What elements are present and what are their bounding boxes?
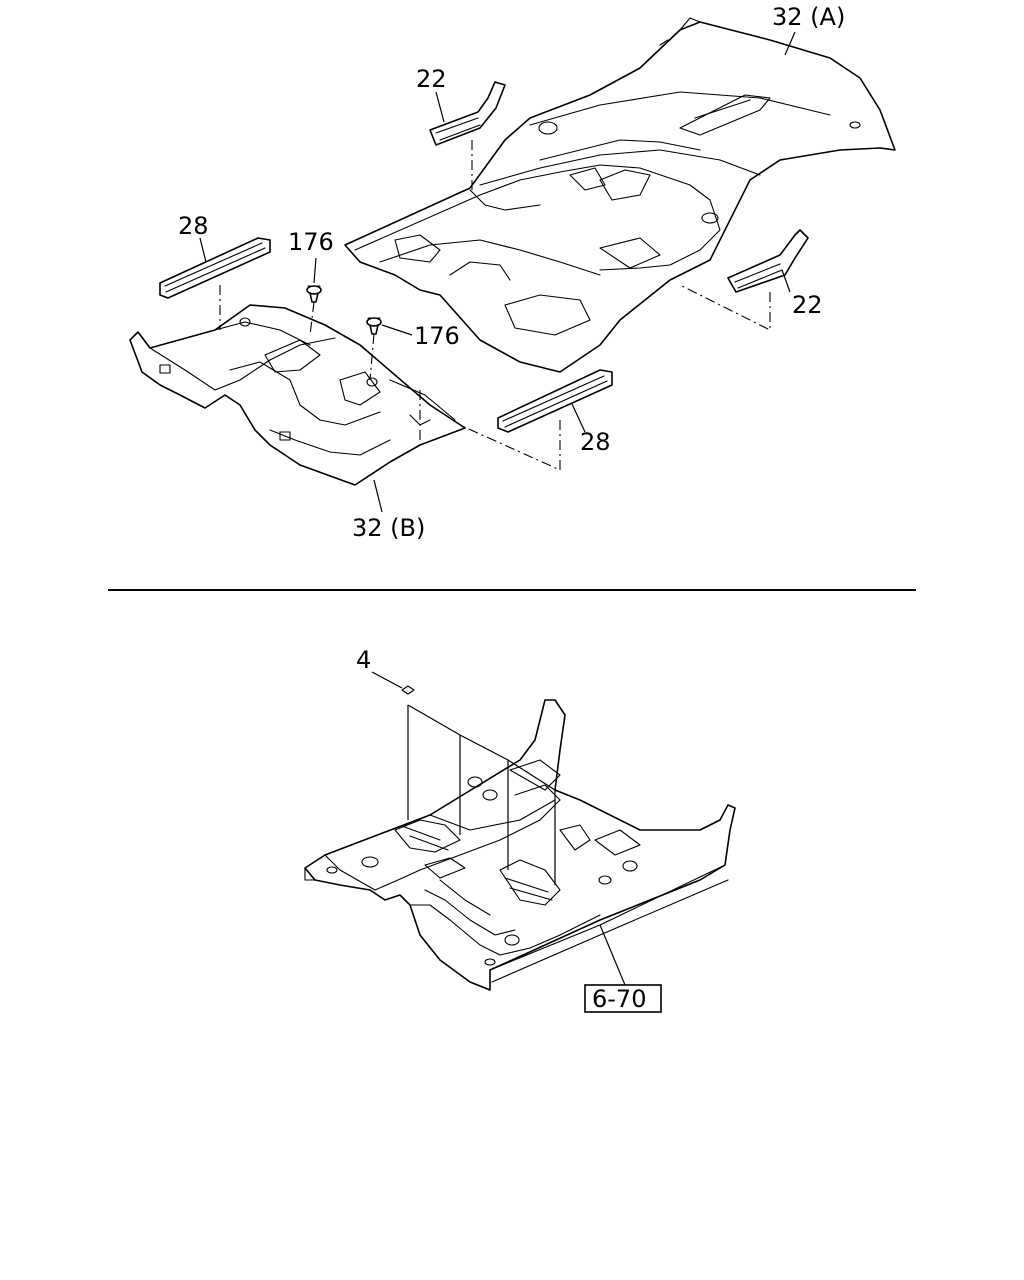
clip-lower-176: [366, 317, 382, 335]
scuff-plate-left-28: [159, 237, 271, 299]
label-plate-center: 28: [580, 428, 611, 456]
scuff-plate-upper-22: [429, 81, 506, 146]
label-clip-upper: 176: [288, 228, 334, 256]
pad-4: [401, 685, 415, 695]
label-plate-upper: 22: [416, 65, 447, 93]
scuff-plate-right-22: [727, 229, 809, 293]
assembly-lines-upper: [219, 140, 771, 471]
reference-box: [584, 984, 662, 1013]
label-plate-right: 22: [792, 291, 823, 319]
label-clip-lower: 176: [414, 322, 460, 350]
assembly-lines-lower: [371, 671, 626, 986]
carpet-front: [344, 17, 896, 373]
label-plate-left: 28: [178, 212, 209, 240]
label-carpet-front: 32 (A): [772, 3, 845, 31]
clip-upper-176: [306, 285, 322, 303]
label-carpet-rear: 32 (B): [352, 514, 425, 542]
label-pad: 4: [356, 646, 371, 674]
carpet-rear: [129, 304, 466, 486]
floor-panel: [304, 699, 736, 991]
leader-lines-upper: [199, 31, 796, 513]
scuff-plate-center-28: [497, 369, 613, 433]
label-floor-panel-ref: 6-70: [592, 985, 646, 1013]
